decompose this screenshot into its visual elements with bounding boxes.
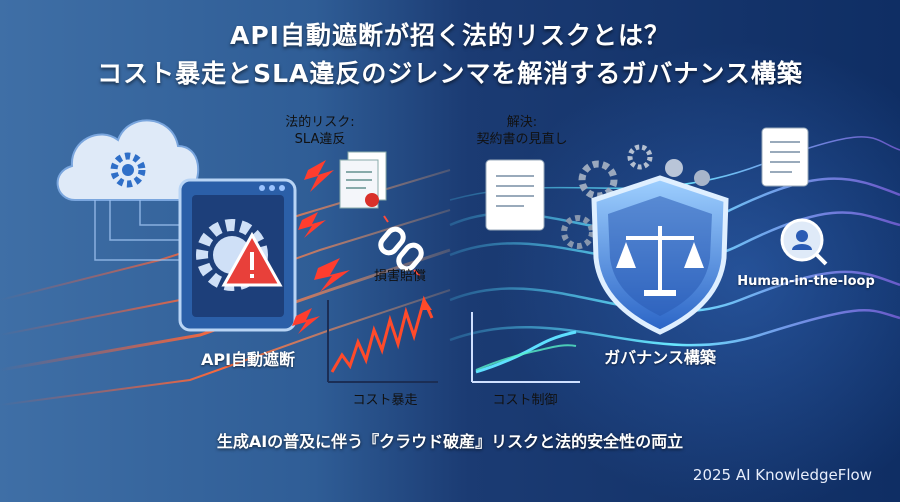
governance-label: ガバナンス構築 [604,348,716,367]
footer-credit: 2025 AI KnowledgeFlow [692,466,872,484]
contract-document-icon [485,159,545,231]
cost-spike-chart [327,295,438,383]
solution-label: 解決: 契約書の見直し [476,115,568,147]
bottom-caption: 生成AIの普及に伴う『クラウド破産』リスクと法的安全性の両立 [216,432,684,451]
search-person-icon [780,218,828,266]
cost-runaway-label: コスト暴走 [352,393,418,408]
shield-scales-icon [591,175,729,335]
human-in-the-loop-label: Human-in-the-loop [737,274,875,289]
broken-chain-icon [378,215,424,277]
gear-warning-window-icon [178,178,297,332]
damages-label: 損害賠償 [373,269,426,284]
page-subtitle: コスト暴走とSLA違反のジレンマを解消するガバナンス構築 [97,59,803,88]
cost-control-chart [471,312,580,383]
cloud-gear-icon [56,119,200,201]
api-shutdown-label: API自動遮断 [200,350,296,369]
page-title: API自動遮断が招く法的リスクとは？ [230,21,670,50]
document-icon [339,151,387,209]
document-icon [761,127,809,187]
cost-control-label: コスト制御 [492,393,558,408]
risk-label: 法的リスク: SLA違反 [285,115,355,147]
lightning-icon [292,160,350,334]
circuit-lines [94,200,190,261]
